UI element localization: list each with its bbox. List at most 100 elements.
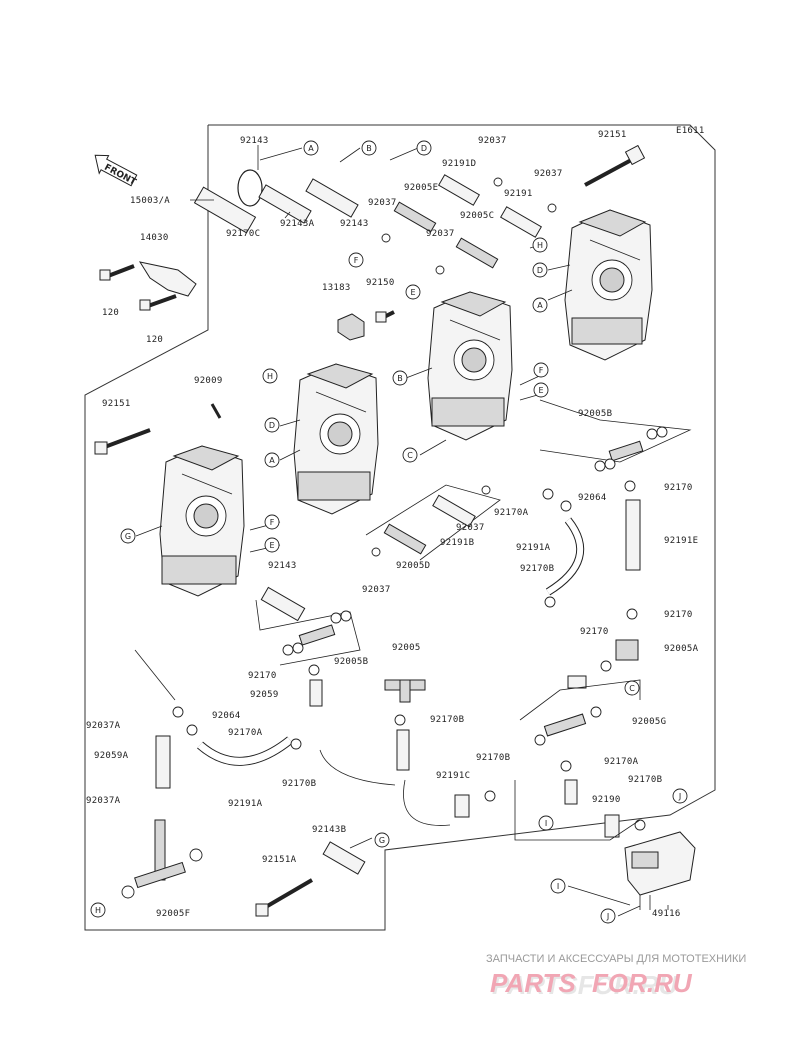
part-label: 14030 — [140, 233, 169, 243]
callout-j: J — [606, 912, 609, 921]
part-label: 92151 — [102, 399, 131, 409]
watermark-brand-1: PARTS — [490, 968, 576, 998]
part-label: 92191D — [442, 159, 476, 169]
letter-callouts: A B D F E H D A B F E C H D A G F E C J … — [90, 140, 688, 924]
part-label: 92037 — [426, 229, 455, 239]
carburetor-2 — [293, 363, 379, 515]
part-label: 92037A — [86, 721, 121, 731]
callout-f: F — [354, 256, 359, 265]
fitting-92005b-left — [282, 610, 352, 656]
part-label: 92151 — [598, 130, 627, 140]
carburetor-4 — [564, 209, 653, 361]
part-label: 92191 — [504, 189, 533, 199]
part-label: 92064 — [212, 711, 241, 721]
part-label: 92170 — [580, 627, 609, 637]
clip-13183 — [337, 313, 365, 341]
screw-92151-top — [584, 156, 636, 187]
clamp-92170c — [237, 169, 263, 207]
part-label: 92191C — [436, 771, 470, 781]
part-label: 92064 — [578, 493, 607, 503]
part-label: 92059 — [250, 690, 279, 700]
callout-a: A — [537, 301, 543, 310]
part-label: 92170 — [664, 483, 693, 493]
pipe-92143 — [305, 178, 359, 218]
part-label: 92143 — [268, 561, 297, 571]
callout-b: B — [397, 374, 403, 383]
part-label: 92005D — [396, 561, 430, 571]
screw-92151a — [262, 878, 314, 910]
part-label: 120 — [102, 308, 119, 318]
fitting-92005f — [121, 819, 203, 899]
part-label: 92005A — [664, 644, 699, 654]
part-label: 92170B — [430, 715, 464, 725]
fitting-92005d — [383, 523, 427, 555]
part-label: 92143B — [312, 825, 346, 835]
part-label: 92170A — [228, 728, 263, 738]
watermark-logo: ЗАПЧАСТИ И АКСЕССУАРЫ ДЛЯ МОТОТЕХНИКИ PA… — [486, 953, 746, 1000]
part-label: 92170 — [248, 671, 277, 681]
callout-f: F — [270, 518, 275, 527]
part-label: 92170A — [494, 508, 529, 518]
callout-d: D — [537, 266, 543, 275]
part-label: 120 — [146, 335, 163, 345]
callout-c: C — [407, 451, 413, 460]
callout-c: C — [629, 684, 635, 693]
part-label: 92170 — [664, 610, 693, 620]
callout-e: E — [538, 386, 543, 395]
hose-92191c — [454, 794, 470, 818]
part-label: 13183 — [322, 283, 351, 293]
hose-92191e — [625, 499, 641, 571]
hose-left-92059 — [309, 679, 323, 707]
part-label: 92005B — [334, 657, 368, 667]
carburetor-1 — [159, 445, 245, 597]
fitting-92005e — [393, 201, 437, 233]
part-label: 92005F — [156, 909, 190, 919]
part-label: 92005C — [460, 211, 494, 221]
callout-a: A — [308, 144, 314, 153]
fitting-92005c — [455, 237, 499, 269]
diagram-frame — [84, 124, 716, 931]
part-number-labels: 92143 15003/A 92170C 92143A 92143 92191D… — [86, 130, 699, 919]
fitting-92005a — [615, 639, 639, 661]
valve-49116 — [624, 831, 696, 910]
callout-a: A — [269, 456, 275, 465]
fitting-92005g — [534, 706, 602, 746]
fitting-92005-tee — [384, 679, 426, 703]
hose-92191b — [432, 494, 476, 528]
part-label: 92037 — [478, 136, 507, 146]
hose-clamps — [172, 480, 646, 831]
watermark-brand-2: FOR.RU — [592, 968, 693, 998]
part-label: 92005B — [578, 409, 612, 419]
part-label: 92191A — [228, 799, 263, 809]
carburetor-3 — [427, 291, 513, 441]
part-label: 92170A — [604, 757, 639, 767]
part-label: 92151A — [262, 855, 297, 865]
callout-h: H — [95, 906, 101, 915]
part-label: 92170B — [282, 779, 316, 789]
part-label: 92009 — [194, 376, 223, 386]
part-label: 15003/A — [130, 196, 170, 206]
callout-j: J — [678, 792, 681, 801]
part-label: 92191E — [664, 536, 698, 546]
part-label: 92143 — [240, 136, 269, 146]
front-arrow-icon: FRONT — [94, 154, 138, 188]
part-label: 92059A — [94, 751, 129, 761]
watermark-brand-shadow-1: PARTSFOR.RU — [492, 970, 679, 1000]
part-label: 92005E — [404, 183, 438, 193]
part-label: 92037 — [368, 198, 397, 208]
callout-e: E — [269, 541, 274, 550]
pipe-92143b — [322, 841, 366, 875]
callout-d: D — [269, 421, 275, 430]
part-label: 92150 — [366, 278, 395, 288]
callout-f: F — [539, 366, 544, 375]
part-label: 92037 — [456, 523, 485, 533]
part-label: 92143A — [280, 219, 315, 229]
callout-h: H — [537, 241, 543, 250]
part-label: 92191A — [516, 543, 551, 553]
part-label: 92005 — [392, 643, 421, 653]
pipe-92143a — [258, 184, 312, 224]
hose-92191 — [499, 206, 543, 238]
part-label: 92170C — [226, 229, 260, 239]
part-label: 92005G — [632, 717, 666, 727]
